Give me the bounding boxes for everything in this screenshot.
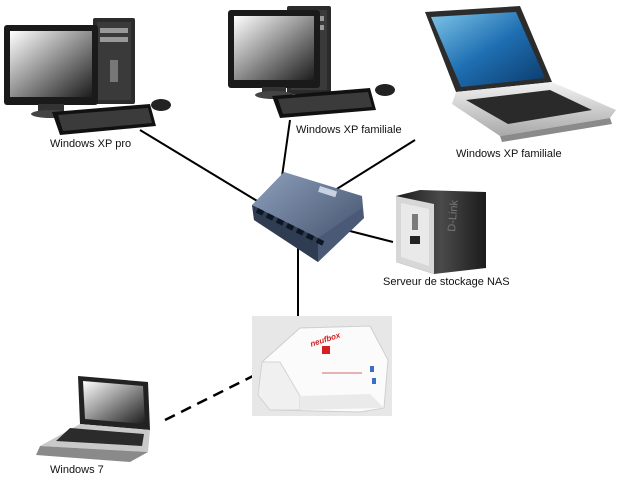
netbook-icon (36, 376, 150, 462)
router-box-icon: neufbox (252, 316, 392, 416)
desktop-computer-icon (4, 18, 171, 135)
link-nas-switch (345, 229, 394, 243)
laptop-icon (425, 6, 616, 142)
desktop-computer-icon (228, 6, 395, 118)
label-windows-7: Windows 7 (50, 464, 104, 476)
link-netbook-router (164, 373, 256, 422)
svg-text:D-Link: D-Link (446, 199, 461, 232)
network-switch-icon (252, 172, 364, 262)
link-pc1-switch (139, 129, 273, 211)
links (139, 119, 416, 422)
label-windows-xp-familiale-desktop: Windows XP familiale (296, 124, 402, 136)
label-nas: Serveur de stockage NAS (383, 276, 510, 288)
nas-server-icon: D-Link (396, 190, 486, 274)
label-windows-xp-pro: Windows XP pro (50, 138, 132, 150)
label-windows-xp-familiale-laptop: Windows XP familiale (456, 148, 562, 160)
